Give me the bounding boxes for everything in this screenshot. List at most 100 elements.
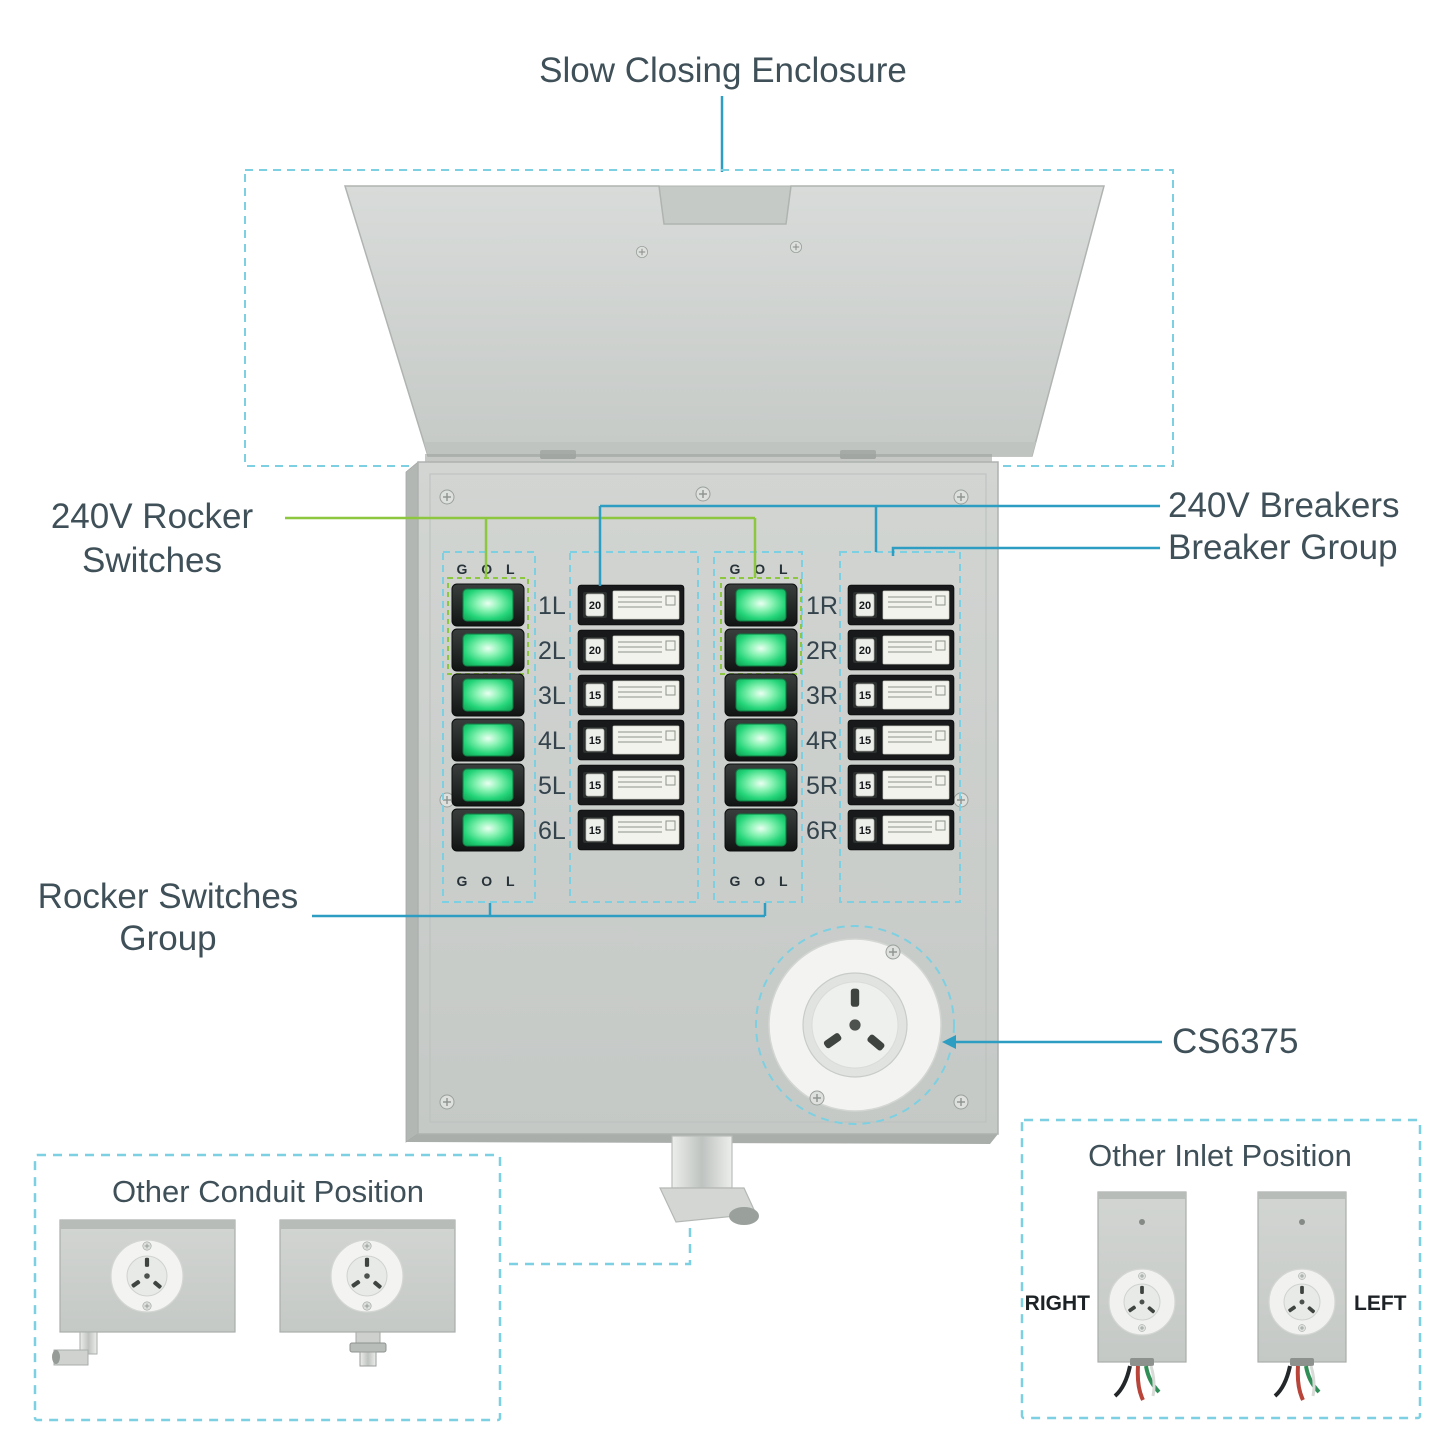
- label-left-position: LEFT: [1354, 1292, 1407, 1315]
- screw: [1298, 1324, 1306, 1332]
- mini-panel-conduit-right: [279, 1219, 456, 1367]
- breaker-toggle: [585, 728, 605, 752]
- switch-rocker-lit: [462, 723, 514, 757]
- conduit-pipe: [671, 1135, 733, 1189]
- lid-surface: [343, 185, 1105, 457]
- callout-rocker-group-label: Rocker Switches: [38, 877, 299, 916]
- panel-inner-line: [429, 473, 987, 1123]
- panel-side-wall: [405, 461, 419, 1143]
- conduit-inset-connector: [502, 1228, 692, 1266]
- switch-label: 3L: [538, 682, 566, 710]
- screw: [1298, 1272, 1306, 1280]
- callout-lines-breakers: [312, 504, 1162, 1044]
- side-view-right-inlet: [1097, 1191, 1187, 1401]
- rocker-switch: [451, 673, 525, 717]
- wire: [1304, 1365, 1321, 1394]
- switch-rocker-lit: [462, 678, 514, 712]
- gol-label: G O L: [729, 561, 792, 577]
- mini-panel-top-edge: [60, 1220, 235, 1229]
- circuit-breaker: 15: [847, 719, 955, 761]
- rocker-switch: [451, 718, 525, 762]
- enclosure-lid: [343, 185, 1105, 459]
- inset-dashed-box: [1020, 1118, 1422, 1420]
- screw: [362, 1241, 372, 1251]
- wire: [1149, 1365, 1156, 1397]
- breaker-column-left-box: [569, 551, 699, 903]
- breaker-label-sticker: [882, 770, 950, 800]
- lid-inner-rim: [424, 442, 1036, 456]
- breaker-label-sticker: [882, 680, 950, 710]
- screw: [142, 1301, 152, 1311]
- breaker-label-sticker: [882, 815, 950, 845]
- switch-rocker-lit: [735, 723, 787, 757]
- arrowhead-icon: [942, 1035, 956, 1049]
- switch-label: 3R: [806, 682, 838, 710]
- circuit-breaker: 20: [847, 629, 955, 671]
- screw: [1139, 1219, 1145, 1225]
- circuit-breaker: 15: [847, 764, 955, 806]
- gol-label: G O L: [456, 873, 519, 889]
- breaker-toggle: [855, 593, 875, 617]
- sticker-mark: [665, 640, 676, 651]
- rocker-column-left-box: [442, 551, 536, 903]
- switch-label: 1R: [806, 592, 838, 620]
- breaker-toggle: [585, 638, 605, 662]
- switch-rocker-lit: [462, 588, 514, 622]
- switch-label: 5R: [806, 772, 838, 800]
- switch-rocker-lit: [462, 633, 514, 667]
- switch-label: 2L: [538, 637, 566, 665]
- wire-gland: [1130, 1358, 1154, 1366]
- inset-conduit-position: Other Conduit Position: [33, 1153, 502, 1422]
- circuit-breaker: 15: [577, 719, 685, 761]
- screw: [439, 1094, 455, 1110]
- breaker-label-sticker: [612, 680, 680, 710]
- switch-rocker-lit: [462, 813, 514, 847]
- circuit-breaker: 15: [847, 674, 955, 716]
- breaker-toggle: [585, 593, 605, 617]
- breaker-rating: 15: [589, 690, 601, 702]
- rocker-column-right-box: [713, 551, 803, 903]
- breaker-toggle: [855, 728, 875, 752]
- switch-rocker-lit: [462, 768, 514, 802]
- inlet-dashed-circle: [755, 925, 955, 1125]
- breaker-label-sticker: [882, 635, 950, 665]
- breaker-rating: 15: [859, 690, 871, 702]
- screw: [635, 245, 649, 259]
- screw: [695, 486, 711, 502]
- circuit-breaker: 15: [577, 764, 685, 806]
- sticker-mark: [665, 820, 676, 831]
- sticker-mark: [935, 685, 946, 696]
- side-panel-top-edge: [1098, 1192, 1186, 1199]
- breaker-rating: 15: [589, 825, 601, 837]
- circuit-breaker: 20: [847, 584, 955, 626]
- screw: [953, 1094, 969, 1110]
- breaker-column-right-box: [839, 551, 961, 903]
- breaker-toggle: [855, 638, 875, 662]
- side-view-left-inlet: [1257, 1191, 1347, 1401]
- mini-panel-top-edge: [280, 1220, 455, 1229]
- breaker-rating: 15: [589, 735, 601, 747]
- rocker-switch: [724, 628, 798, 672]
- callout-breaker-group-label: Breaker Group: [1168, 528, 1398, 567]
- breaker-rating: 20: [859, 645, 871, 657]
- switch-label: 6R: [806, 817, 838, 845]
- switch-label: 4L: [538, 727, 566, 755]
- screw: [885, 944, 901, 960]
- sticker-mark: [665, 595, 676, 606]
- breaker-label-sticker: [882, 725, 950, 755]
- switch-label: 2R: [806, 637, 838, 665]
- screw: [809, 1090, 825, 1106]
- circuit-breaker: 15: [847, 809, 955, 851]
- switch-label: 1L: [538, 592, 566, 620]
- sticker-mark: [935, 730, 946, 741]
- sticker-mark: [665, 685, 676, 696]
- wire: [1144, 1365, 1161, 1394]
- conduit-opening: [729, 1207, 759, 1225]
- sticker-mark: [665, 730, 676, 741]
- sticker-mark: [665, 775, 676, 786]
- rocker-switch: [451, 808, 525, 852]
